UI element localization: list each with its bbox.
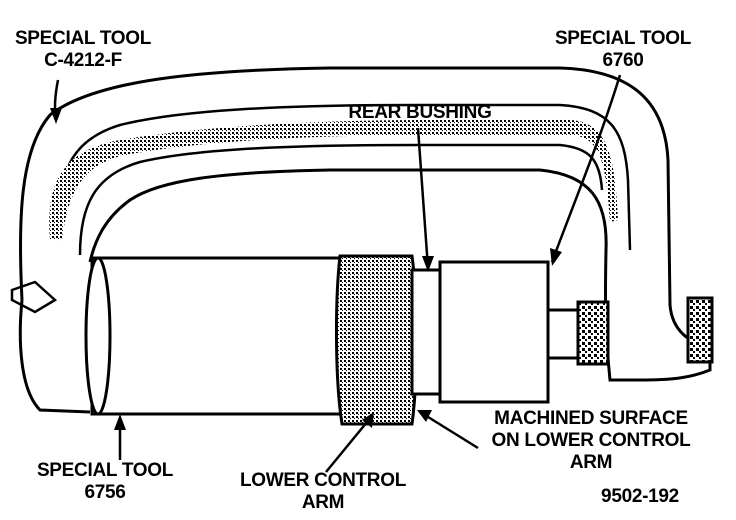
c-frame	[18, 66, 712, 414]
frame-highlight	[49, 120, 619, 240]
label-line: SPECIAL TOOL	[14, 28, 152, 49]
rear-bushing	[410, 268, 444, 396]
leader-6760	[550, 74, 622, 263]
label-special-tool-6756: SPECIAL TOOL 6756	[30, 460, 180, 504]
label-special-tool-6760: SPECIAL TOOL 6760	[548, 28, 698, 72]
label-line: MACHINED SURFACE	[494, 408, 688, 429]
label-line: SPECIAL TOOL	[36, 460, 174, 481]
label-special-tool-c4212f: SPECIAL TOOL C-4212-F	[8, 28, 158, 72]
label-line: SPECIAL TOOL	[554, 28, 692, 49]
label-line: 6760	[602, 50, 644, 71]
arrow-heads	[50, 108, 562, 430]
label-line: LOWER CONTROL	[239, 470, 407, 491]
label-rear-bushing: REAR BUSHING	[340, 102, 500, 124]
label-line: REAR BUSHING	[348, 102, 492, 123]
label-line: C-4212-F	[44, 50, 122, 71]
figure-number: 9502-192	[580, 486, 700, 508]
label-line: ARM	[301, 492, 345, 513]
leader-lower-control-arm	[325, 415, 373, 473]
label-line: ARM	[569, 452, 613, 473]
label-machined-surface: MACHINED SURFACE ON LOWER CONTROL ARM	[478, 408, 704, 474]
label-line: 9502-192	[601, 486, 679, 507]
lower-control-arm	[334, 254, 418, 426]
label-line: 6756	[84, 482, 126, 503]
tool-6760-cup	[438, 260, 550, 404]
leader-machined-surface	[419, 410, 479, 450]
receiver-cylinder	[84, 256, 354, 416]
c-frame-contours	[10, 103, 632, 314]
label-line: ON LOWER CONTROL	[491, 430, 691, 451]
forcing-screw	[546, 296, 714, 366]
leader-rear-bushing	[416, 127, 430, 269]
label-lower-control-arm: LOWER CONTROL ARM	[228, 470, 418, 514]
